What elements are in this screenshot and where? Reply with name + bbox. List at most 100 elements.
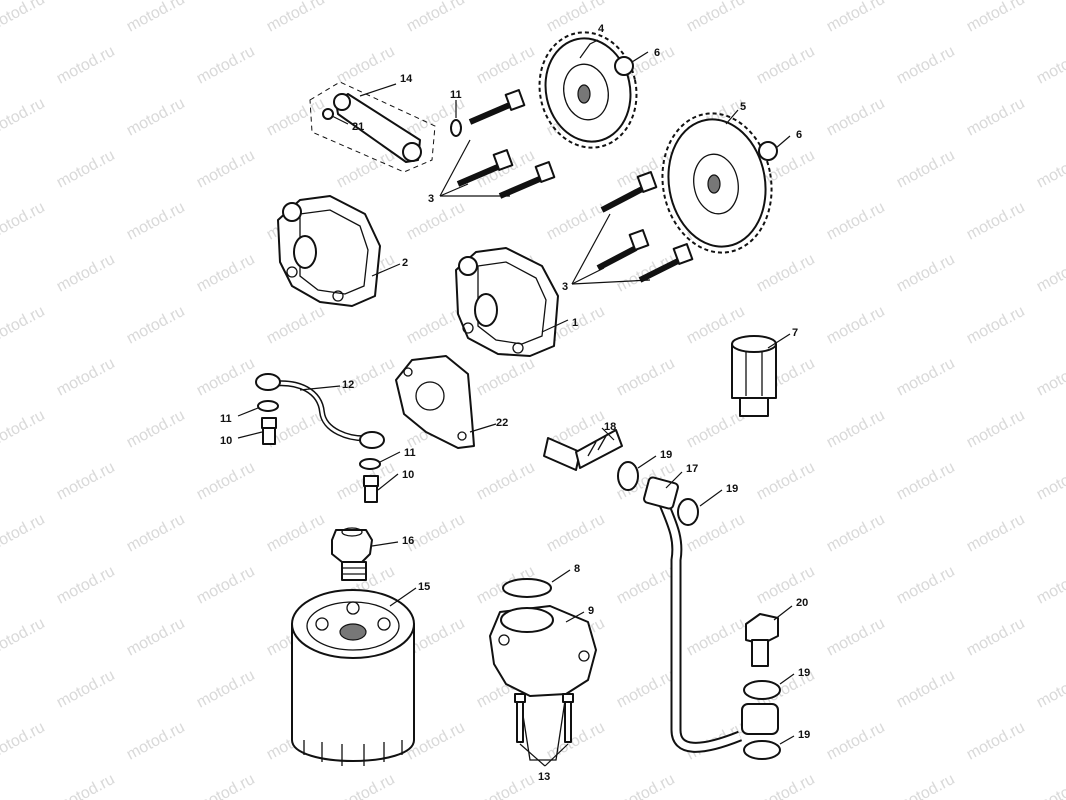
- watermark-text: motod.ru: [194, 43, 258, 88]
- washer-part-11-right: [359, 458, 381, 470]
- watermark-text: motod.ru: [54, 459, 118, 504]
- oil-filter-part-15: [291, 589, 415, 766]
- watermark-text: motod.ru: [0, 511, 48, 556]
- watermark-text: motod.ru: [824, 719, 888, 764]
- watermark-text: motod.ru: [964, 719, 1028, 764]
- watermark-text: motod.ru: [1034, 459, 1066, 504]
- watermark-text: motod.ru: [0, 0, 48, 36]
- watermark-text: motod.ru: [824, 511, 888, 556]
- watermark-text: motod.ru: [404, 0, 468, 36]
- watermark-text: motod.ru: [824, 407, 888, 452]
- watermark-text: motod.ru: [964, 0, 1028, 36]
- callout-8: 8: [574, 563, 580, 575]
- watermark-text: motod.ru: [54, 563, 118, 608]
- callout-3-right: 3: [562, 281, 568, 293]
- oil-pipe-part-12: [255, 373, 385, 449]
- watermark-text: motod.ru: [404, 199, 468, 244]
- watermark-text: motod.ru: [54, 251, 118, 296]
- watermark-text: motod.ru: [964, 615, 1028, 660]
- watermark-text: motod.ru: [334, 355, 398, 400]
- watermark-text: motod.ru: [964, 511, 1028, 556]
- callout-19-c: 19: [798, 667, 810, 679]
- filter-housing-part-9: [489, 605, 597, 761]
- watermark-text: motod.ru: [0, 615, 48, 660]
- o-ring-part-6-lower: [758, 141, 778, 161]
- callout-10-right: 10: [402, 469, 414, 481]
- watermark-text: motod.ru: [824, 0, 888, 36]
- watermark-text: motod.ru: [614, 563, 678, 608]
- callout-21: 21: [352, 121, 364, 133]
- watermark-text: motod.ru: [194, 771, 258, 800]
- washer-part-19-b: [677, 498, 699, 526]
- watermark-text: motod.ru: [754, 459, 818, 504]
- callout-5: 5: [740, 101, 746, 113]
- watermark-text: motod.ru: [334, 43, 398, 88]
- watermark-text: motod.ru: [894, 459, 958, 504]
- watermark-text: motod.ru: [474, 459, 538, 504]
- callout-22: 22: [496, 417, 508, 429]
- watermark-text: motod.ru: [684, 407, 748, 452]
- watermark-text: motod.ru: [544, 511, 608, 556]
- oil-pump-part-2: [277, 195, 381, 307]
- watermark-text: motod.ru: [684, 0, 748, 36]
- banjo-bolt-part-10-left: [261, 417, 277, 445]
- bolts-part-3-upper: [456, 89, 556, 199]
- watermark-text: motod.ru: [0, 407, 48, 452]
- callout-10-left: 10: [220, 435, 232, 447]
- watermark-text: motod.ru: [334, 147, 398, 192]
- callout-19-d: 19: [798, 729, 810, 741]
- callout-11-right: 11: [404, 447, 416, 459]
- watermark-text: motod.ru: [334, 771, 398, 800]
- watermark-text: motod.ru: [754, 771, 818, 800]
- watermark-text: motod.ru: [754, 251, 818, 296]
- union-bolt-part-18: [543, 429, 623, 471]
- watermark-text: motod.ru: [894, 147, 958, 192]
- gasket-part-22: [395, 355, 475, 449]
- watermark-text: motod.ru: [404, 511, 468, 556]
- watermark-text: motod.ru: [194, 355, 258, 400]
- watermark-text: motod.ru: [474, 771, 538, 800]
- watermark-text: motod.ru: [824, 303, 888, 348]
- watermark-text: motod.ru: [264, 0, 328, 36]
- callout-12: 12: [342, 379, 354, 391]
- leader-lines: [237, 39, 795, 767]
- callout-9: 9: [588, 605, 594, 617]
- watermark-text: motod.ru: [124, 0, 188, 36]
- watermark-text: motod.ru: [1034, 147, 1066, 192]
- callout-16: 16: [402, 535, 414, 547]
- callout-3-upper: 3: [428, 193, 434, 205]
- watermark-text: motod.ru: [964, 95, 1028, 140]
- watermark-text: motod.ru: [194, 563, 258, 608]
- callout-18: 18: [604, 421, 616, 433]
- watermark-text: motod.ru: [194, 667, 258, 712]
- watermark-text: motod.ru: [1034, 771, 1066, 800]
- watermark-text: motod.ru: [124, 407, 188, 452]
- callout-11-upper: 11: [450, 89, 462, 101]
- watermark-text: motod.ru: [264, 511, 328, 556]
- watermark-text: motod.ru: [544, 719, 608, 764]
- watermark-text: motod.ru: [684, 615, 748, 660]
- washer-part-19-a: [617, 461, 639, 491]
- watermark-text: motod.ru: [0, 719, 48, 764]
- watermark-text: motod.ru: [1034, 251, 1066, 296]
- callout-6-upper: 6: [654, 47, 660, 59]
- watermark-text: motod.ru: [894, 563, 958, 608]
- banjo-bolt-part-20: [745, 613, 779, 667]
- callout-6-lower: 6: [796, 129, 802, 141]
- watermark-text: motod.ru: [194, 459, 258, 504]
- callout-13: 13: [538, 771, 550, 783]
- callout-19-a: 19: [660, 449, 672, 461]
- fitting-part-16: [331, 527, 373, 581]
- callout-15: 15: [418, 581, 430, 593]
- watermark-text: motod.ru: [0, 199, 48, 244]
- watermark-text: motod.ru: [264, 303, 328, 348]
- bolts-part-3-right: [596, 171, 694, 283]
- washer-part-19-c: [743, 680, 781, 700]
- watermark-text: motod.ru: [824, 199, 888, 244]
- watermark-text: motod.ru: [0, 303, 48, 348]
- watermark-text: motod.ru: [894, 251, 958, 296]
- watermark-text: motod.ru: [124, 719, 188, 764]
- watermark-text: motod.ru: [124, 615, 188, 660]
- watermark-text: motod.ru: [964, 303, 1028, 348]
- gear-large-part-5: [661, 112, 773, 254]
